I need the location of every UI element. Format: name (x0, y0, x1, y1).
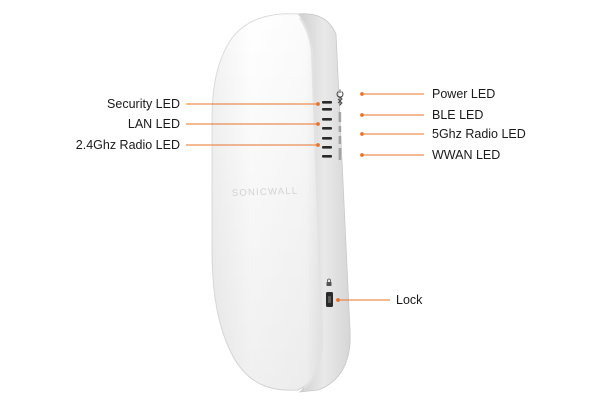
led-security (322, 101, 332, 104)
led-lan (322, 118, 332, 121)
led-radio-5 (322, 146, 332, 149)
label-ble-led: BLE LED (432, 108, 484, 122)
label-lan-led: LAN LED (127, 117, 180, 131)
label-wwan-led: WWAN LED (432, 148, 501, 162)
led-radio-24 (322, 137, 332, 140)
bluetooth-icon (337, 95, 343, 107)
brand-logo: SONICWALL (232, 186, 299, 199)
lock-icon (326, 278, 332, 286)
led-ble (322, 127, 332, 130)
led-power (322, 108, 332, 111)
label-lock: Lock (396, 293, 423, 307)
label-security-led: Security LED (107, 97, 180, 111)
label-radio-24-led: 2.4Ghz Radio LED (75, 138, 180, 152)
led-strip (322, 89, 344, 160)
label-radio-5-led: 5Ghz Radio LED (432, 127, 526, 141)
callout-lines (186, 92, 424, 302)
lock-slot (326, 292, 333, 307)
led-wwan (322, 155, 332, 158)
label-power-led: Power LED (432, 87, 496, 101)
